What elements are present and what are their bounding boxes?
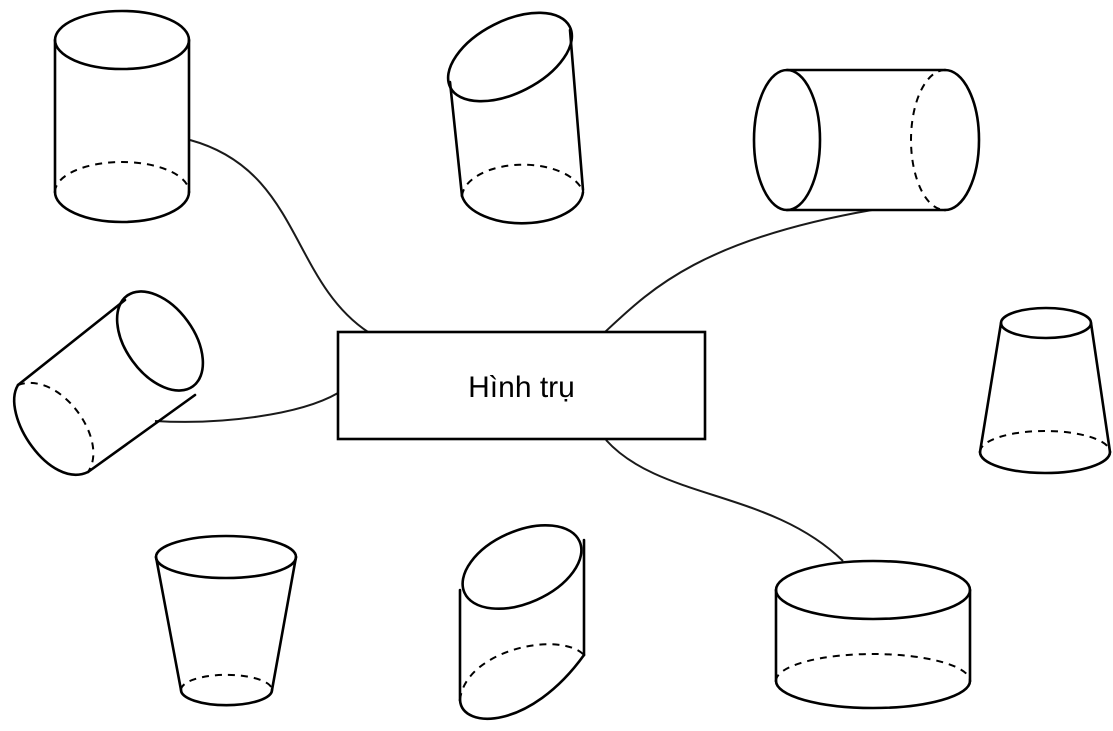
horizontal-cylinder-shape: [752, 68, 981, 212]
connector-to-shape-4: [154, 392, 339, 423]
connector-to-shape-8: [605, 439, 844, 562]
oblique-cylinder-shape: [446, 11, 585, 225]
connector-to-shape-3: [604, 209, 873, 333]
center-label: Hình trụ: [468, 371, 575, 404]
cylinder-upright-shape: [53, 9, 191, 224]
connector-to-shape-1: [189, 139, 369, 333]
frustum-wide-top-shape: [154, 534, 298, 707]
oblique-cylinder-slanted-shape: [458, 524, 586, 720]
connector-lines: [154, 139, 873, 562]
tilted-cylinder-shape: [12, 290, 205, 476]
center-node: Hình trụ: [336, 330, 707, 441]
frustum-narrow-top-shape: [978, 306, 1112, 475]
short-wide-cylinder-shape: [774, 559, 972, 710]
center-box: [336, 330, 707, 441]
